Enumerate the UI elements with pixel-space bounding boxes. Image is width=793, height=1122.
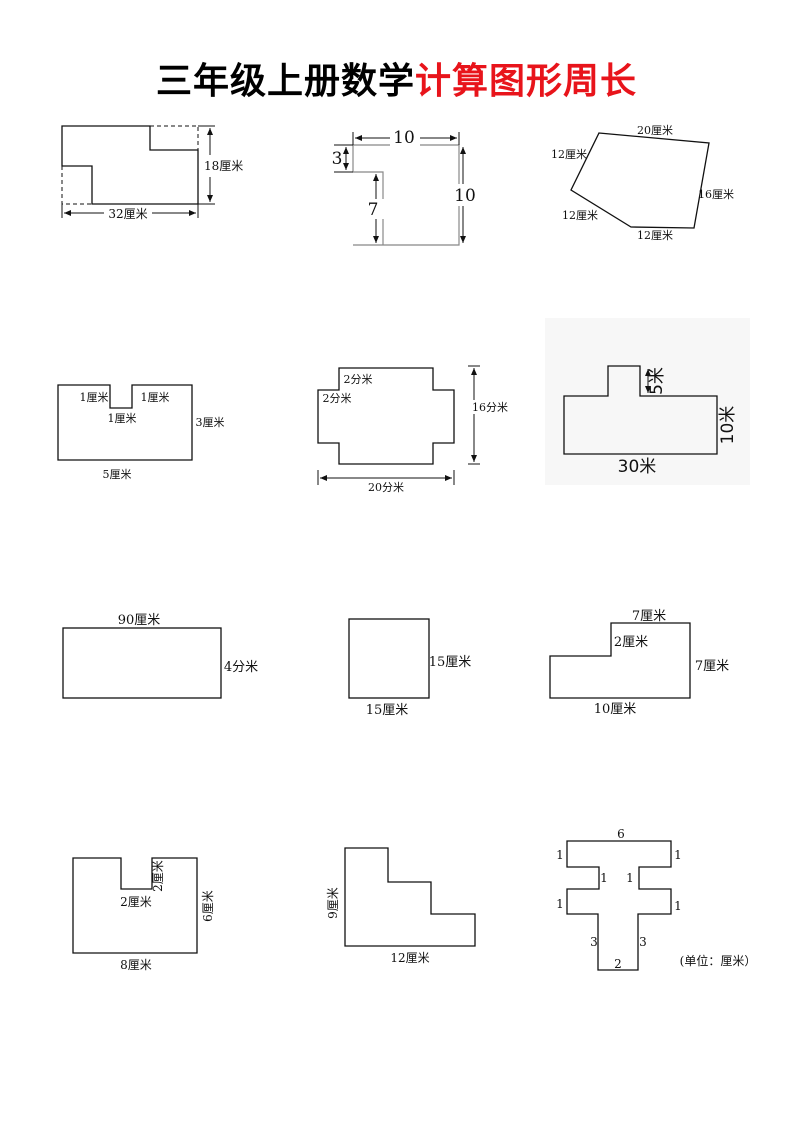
f2-right-label: 10 xyxy=(454,186,476,206)
f11-side-label: 9厘米 xyxy=(326,887,340,919)
figure-11: 9厘米 12厘米 xyxy=(326,847,476,965)
f5-height-label: 16分米 xyxy=(472,401,508,414)
figure-12: 6 1 1 1 1 1 1 3 3 2 (单位：厘米） xyxy=(556,827,756,971)
f10-notch-width-label: 2厘米 xyxy=(120,895,152,909)
figure-6: 5米 10米 30米 xyxy=(545,318,750,485)
f12-sl-label: 3 xyxy=(590,935,598,949)
figure-4: 1厘米 1厘米 1厘米 3厘米 5厘米 xyxy=(57,384,225,481)
figure-7: 90厘米 4分米 xyxy=(62,613,258,699)
f2-step-label: 3 xyxy=(332,149,343,169)
f7-top-label: 90厘米 xyxy=(118,613,161,628)
f10-side-label: 6厘米 xyxy=(201,890,215,922)
f2-lower-label: 7 xyxy=(368,200,379,220)
f10-notch-side-label: 2厘米 xyxy=(151,860,165,892)
figure-3: 20厘米 12厘米 16厘米 12厘米 12厘米 xyxy=(551,124,734,242)
f8-bottom-label: 15厘米 xyxy=(366,703,409,718)
figure-2: 10 3 7 10 xyxy=(332,128,476,246)
f12-unit-note: (单位：厘米） xyxy=(680,953,757,968)
f10-bottom-label: 8厘米 xyxy=(120,958,152,972)
f7-side-label: 4分米 xyxy=(224,660,258,675)
figure-5: 2分米 2分米 16分米 20分米 xyxy=(317,365,508,494)
f3-right-label: 16厘米 xyxy=(698,188,734,201)
figure-1: 32厘米 18厘米 xyxy=(61,125,243,221)
f6-notch-label: 5米 xyxy=(647,367,667,395)
f9-top-label: 7厘米 xyxy=(632,609,666,624)
page-title: 三年级上册数学计算图形周长 xyxy=(0,52,793,104)
f12-bottom-label: 2 xyxy=(614,957,622,971)
figure-8: 15厘米 15厘米 xyxy=(348,618,472,718)
f6-side-label: 10米 xyxy=(718,406,738,445)
f11-bottom-label: 12厘米 xyxy=(390,951,429,965)
f12-l2-label: 1 xyxy=(556,897,564,911)
f12-top-label: 6 xyxy=(617,827,625,841)
f9-side-label: 7厘米 xyxy=(695,659,729,674)
f4-left-top-label: 1厘米 xyxy=(80,391,109,404)
f1-height-label: 18厘米 xyxy=(204,159,243,173)
f12-il-label: 1 xyxy=(600,871,608,885)
f6-bottom-label: 30米 xyxy=(618,457,657,477)
figure-9: 7厘米 2厘米 7厘米 10厘米 xyxy=(549,609,729,717)
f12-sr-label: 3 xyxy=(639,935,647,949)
figure-10: 2厘米 2厘米 6厘米 8厘米 xyxy=(72,857,215,972)
f2-top-label: 10 xyxy=(393,128,415,148)
f5-corner-top-label: 2分米 xyxy=(344,373,373,386)
f3-top-label: 20厘米 xyxy=(637,124,673,137)
f12-l1-label: 1 xyxy=(556,848,564,862)
f9-bottom-label: 10厘米 xyxy=(594,702,637,717)
f1-width-label: 32厘米 xyxy=(108,207,147,221)
f4-right-top-label: 1厘米 xyxy=(141,391,170,404)
f12-r1-label: 1 xyxy=(674,848,682,862)
f4-bottom-label: 5厘米 xyxy=(103,468,132,481)
title-black: 三年级上册数学 xyxy=(155,61,415,102)
f9-step-label: 2厘米 xyxy=(614,635,648,650)
title-red: 计算图形周长 xyxy=(415,61,638,102)
f5-corner-left-label: 2分米 xyxy=(323,392,352,405)
f12-r2-label: 1 xyxy=(674,899,682,913)
f3-upper-left-label: 12厘米 xyxy=(551,148,587,161)
f4-side-label: 3厘米 xyxy=(196,416,225,429)
f8-side-label: 15厘米 xyxy=(429,655,472,670)
f4-notch-bottom-label: 1厘米 xyxy=(108,412,137,425)
f3-bottom-label: 12厘米 xyxy=(637,229,673,242)
f3-lower-left-label: 12厘米 xyxy=(562,209,598,222)
f12-ir-label: 1 xyxy=(626,871,634,885)
f5-width-label: 20分米 xyxy=(368,481,404,494)
